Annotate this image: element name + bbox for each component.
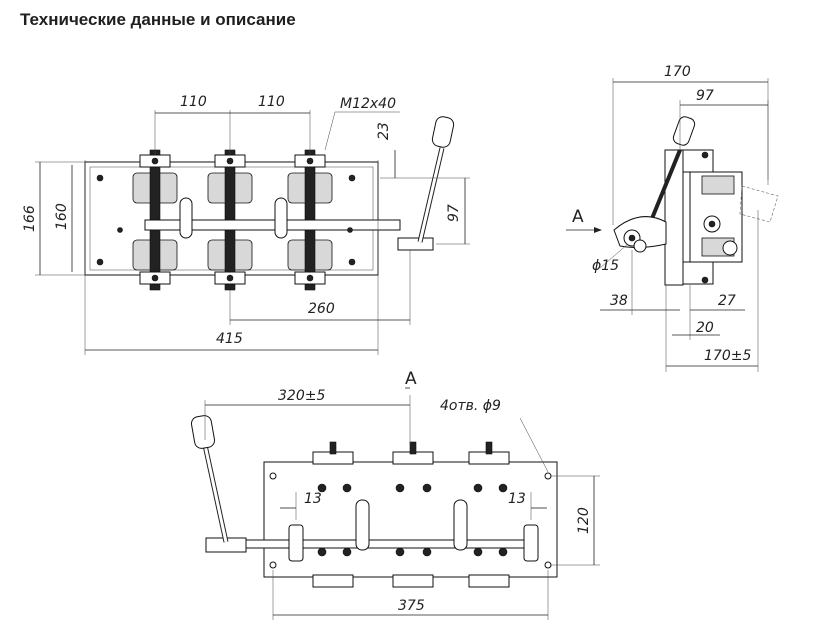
dim-mount-height: 120 xyxy=(576,507,592,534)
dim-thread: M12x40 xyxy=(340,96,396,112)
dim-mount-width: 375 xyxy=(398,598,425,614)
dim-height-inner: 160 xyxy=(54,203,70,230)
dim-side-20: 20 xyxy=(696,320,714,336)
dim-top-pitch-2: 110 xyxy=(258,94,285,110)
dim-side-170-tol: 170±5 xyxy=(704,348,751,364)
page-title: Технические данные и описание xyxy=(20,10,296,29)
view-a-label: A xyxy=(405,369,417,389)
dim-side-width: 170 xyxy=(664,64,691,80)
side-view xyxy=(566,78,779,372)
arrow-label: A xyxy=(572,207,584,227)
dim-side-38: 38 xyxy=(610,293,628,309)
dim-total-length: 415 xyxy=(216,331,243,347)
view-a-base-plate xyxy=(263,461,558,578)
dim-hole-offset-left: 13 xyxy=(304,491,322,507)
front-shaft xyxy=(144,219,401,231)
dim-side-27: 27 xyxy=(718,293,736,309)
dim-pivot-dia: ϕ15 xyxy=(592,258,619,274)
dim-bottom-handle: 320±5 xyxy=(278,388,325,404)
dim-hole-offset-right: 13 xyxy=(508,491,526,507)
front-view xyxy=(35,110,470,355)
view-a xyxy=(190,387,600,620)
side-base xyxy=(664,149,684,286)
dim-top-pitch-1: 110 xyxy=(180,94,207,110)
dim-handle-reach: 260 xyxy=(308,301,335,317)
dim-side-inner: 97 xyxy=(696,88,714,104)
dim-handle-offset: 23 xyxy=(376,122,392,140)
front-handle xyxy=(397,116,455,251)
dim-height-outer: 166 xyxy=(22,205,38,232)
dim-holes: 4отв. ϕ9 xyxy=(440,398,501,414)
dim-handle-height: 97 xyxy=(446,204,462,222)
